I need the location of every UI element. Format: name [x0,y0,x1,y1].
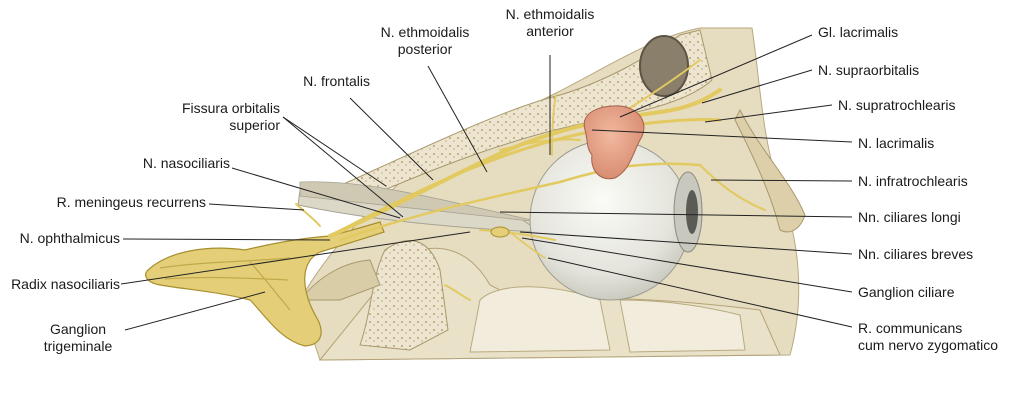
label-n-frontalis: N. frontalis [303,73,370,89]
label-n-ophthalmicus: N. ophthalmicus [19,230,120,246]
label-gl-lacrimalis: Gl. lacrimalis [818,24,899,40]
label-n-ethmoidalis-anterior: N. ethmoidalis anterior [494,6,606,40]
label-line: Ganglion [49,321,107,337]
label-n-supratrochlearis: N. supratrochlearis [838,97,956,113]
label-line: N. ethmoidalis [380,24,470,40]
label-n-lacrimalis: N. lacrimalis [858,135,935,151]
frontal-sinus [639,35,689,97]
label-line: posterior [397,41,453,57]
label-r-communicans: R. communicans cum nervo zygomatico [858,320,998,354]
label-nn-ciliares-breves: Nn. ciliares breves [858,246,974,262]
label-ganglion-ciliare: Ganglion ciliare [858,284,955,300]
nerves [295,59,766,301]
label-nn-ciliares-longi: Nn. ciliares longi [858,209,961,225]
label-r-meningeus-recurrens: R. meningeus recurrens [56,194,206,210]
label-radix-nasociliaris: Radix nasociliaris [11,276,120,292]
label-line: anterior [526,23,574,39]
label-line: N. ethmoidalis [505,6,595,22]
label-line: superior [229,117,280,133]
label-n-supraorbitalis: N. supraorbitalis [818,62,920,78]
lacrimal-gland [583,105,645,180]
label-line: cum nervo zygomatico [858,337,999,353]
label-line: Fissura orbitalis [181,100,280,116]
label-ganglion-trigeminale: Ganglion trigeminale [30,321,126,355]
label-n-infratrochlearis: N. infratrochlearis [858,173,968,189]
label-line: trigeminale [43,338,113,354]
ciliary-ganglion [490,226,510,238]
label-fissura-orbitalis-superior: Fissura orbitalis superior [150,100,280,134]
label-line: R. communicans [858,320,963,336]
label-n-nasociliaris: N. nasociliaris [142,155,230,171]
trigeminal-ganglion [145,221,385,347]
leader-lines [120,34,853,331]
label-n-ethmoidalis-posterior: N. ethmoidalis posterior [369,24,481,58]
